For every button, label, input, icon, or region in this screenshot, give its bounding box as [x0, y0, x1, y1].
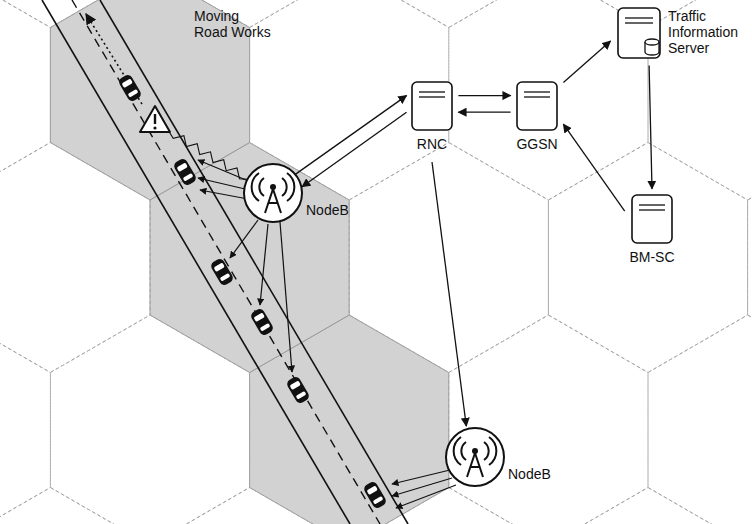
cell-outline	[150, 0, 349, 28]
base-station: NodeB	[444, 426, 506, 488]
cell-outline	[0, 0, 50, 200]
node-label: Traffic Information Server	[668, 8, 746, 56]
arrow-connector	[432, 162, 466, 426]
cell-outline	[548, 143, 747, 373]
arrow-connector	[649, 65, 652, 188]
warning-triangle	[138, 104, 172, 134]
cars	[117, 73, 387, 510]
node-label: GGSN	[503, 136, 571, 152]
node-label: RNC	[398, 136, 466, 152]
car	[172, 157, 197, 187]
cell-outline	[349, 143, 548, 373]
server-icon	[410, 80, 454, 132]
covered-cell	[150, 143, 349, 373]
cell-outline	[349, 0, 548, 28]
road-works-marker: Moving Road Works	[138, 104, 172, 134]
arrow-connector	[458, 112, 510, 113]
arrow-connector	[563, 41, 610, 83]
base-station: NodeB	[242, 162, 304, 224]
cell-outline	[150, 488, 349, 524]
server-node: Traffic Information Server	[616, 6, 662, 60]
node-label: NodeB	[306, 202, 366, 218]
server-node: GGSN	[515, 80, 559, 132]
arrow-connector	[458, 95, 510, 96]
server-icon	[616, 6, 662, 60]
cell-outline	[648, 0, 752, 200]
node-label: NodeB	[508, 466, 568, 482]
server-icon	[515, 80, 559, 132]
cell-outline	[50, 315, 249, 524]
cell-outline	[648, 315, 752, 524]
server-node: BM-SC	[630, 193, 674, 245]
node-label: BM-SC	[616, 249, 688, 265]
car	[117, 73, 142, 103]
zigzag-link	[169, 131, 249, 179]
arrow-connector	[563, 124, 624, 211]
cell-outline	[0, 143, 150, 373]
cell-outline	[0, 315, 50, 524]
cell-outline	[548, 488, 747, 524]
server-icon	[630, 193, 674, 245]
road	[42, 0, 408, 524]
arrow-connector	[302, 112, 406, 187]
server-node: RNC	[410, 80, 454, 132]
base-station-icon	[242, 162, 304, 224]
radio-links	[198, 160, 456, 508]
car	[209, 257, 234, 287]
arrow-connector	[295, 96, 406, 175]
cell-outline	[748, 0, 752, 28]
node-label: Moving Road Works	[194, 8, 272, 40]
cell-outline	[748, 143, 752, 373]
cell-outline	[449, 315, 648, 524]
cell-outline	[0, 488, 150, 524]
car	[285, 375, 310, 405]
car	[362, 480, 387, 510]
cell-outline	[748, 488, 752, 524]
car	[249, 307, 274, 337]
base-station-icon	[444, 426, 506, 488]
